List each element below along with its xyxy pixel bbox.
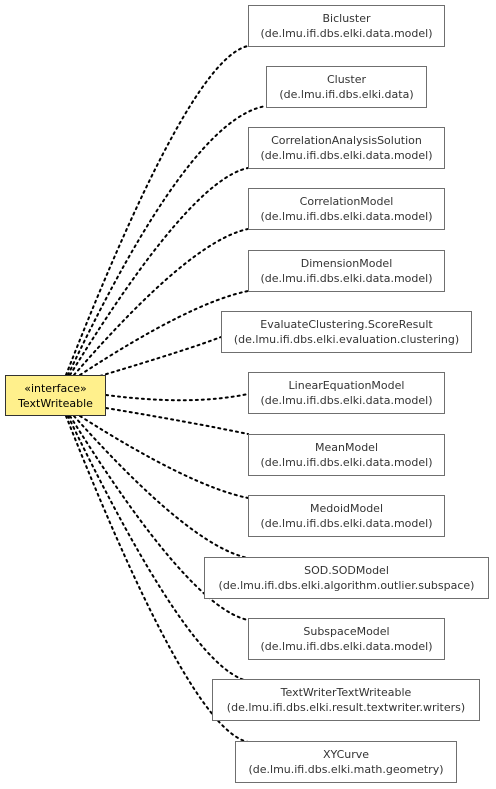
realization-edge-6 [105, 393, 249, 402]
class-node-dimensionmodel[interactable]: DimensionModel (de.lmu.ifi.dbs.elki.data… [248, 250, 445, 292]
realization-edge-0 [65, 45, 249, 376]
realization-edge-7 [105, 407, 249, 435]
class-package: (de.lmu.ifi.dbs.elki.evaluation.clusteri… [233, 333, 460, 346]
textwriteable-interface-node[interactable]: «interface» TextWriteable [5, 375, 106, 416]
class-node-textwritertextwriteable[interactable]: TextWriterTextWriteable (de.lmu.ifi.dbs.… [212, 679, 480, 721]
interface-name: TextWriteable [18, 396, 93, 410]
class-package: (de.lmu.ifi.dbs.elki.data.model) [260, 517, 433, 530]
class-package: (de.lmu.ifi.dbs.elki.data.model) [260, 272, 433, 285]
class-node-sod-sodmodel[interactable]: SOD.SODModel (de.lmu.ifi.dbs.elki.algori… [204, 557, 489, 599]
interface-stereotype: «interface» [24, 381, 87, 395]
class-name: LinearEquationModel [288, 379, 405, 392]
realization-edge-5 [99, 336, 222, 377]
class-node-xycurve[interactable]: XYCurve (de.lmu.ifi.dbs.elki.math.geomet… [235, 741, 457, 783]
class-name: MedoidModel [309, 502, 384, 515]
class-name: SOD.SODModel [304, 564, 389, 577]
class-node-cluster[interactable]: Cluster (de.lmu.ifi.dbs.elki.data) [266, 66, 427, 108]
class-name: SubspaceModel [303, 625, 390, 638]
class-node-linearequationmodel[interactable]: LinearEquationModel (de.lmu.ifi.dbs.elki… [248, 372, 445, 414]
class-package: (de.lmu.ifi.dbs.elki.data.model) [260, 210, 433, 223]
class-name: XYCurve [322, 748, 370, 761]
class-package: (de.lmu.ifi.dbs.elki.data) [279, 88, 414, 101]
class-name: Cluster [326, 73, 367, 86]
realization-edge-12 [65, 415, 249, 743]
class-package: (de.lmu.ifi.dbs.elki.algorithm.outlier.s… [218, 579, 475, 592]
realization-edge-8 [79, 415, 249, 499]
realization-edge-2 [69, 167, 249, 376]
realization-edge-4 [79, 290, 249, 376]
class-package: (de.lmu.ifi.dbs.elki.data.model) [260, 394, 433, 407]
class-package: (de.lmu.ifi.dbs.elki.data.model) [260, 640, 433, 653]
class-name: CorrelationAnalysisSolution [271, 134, 422, 147]
class-name: EvaluateClustering.ScoreResult [260, 318, 433, 331]
class-package: (de.lmu.ifi.dbs.elki.result.textwriter.w… [226, 701, 466, 714]
class-name: MeanModel [315, 441, 378, 454]
realization-edge-11 [67, 415, 249, 682]
class-name: DimensionModel [300, 257, 393, 270]
realization-edge-10 [69, 415, 249, 621]
realization-edge-1 [67, 105, 267, 376]
class-name: CorrelationModel [299, 195, 394, 208]
class-node-correlationanalysissolution[interactable]: CorrelationAnalysisSolution (de.lmu.ifi.… [248, 127, 445, 169]
class-node-evaluateclustering-scoreresult[interactable]: EvaluateClustering.ScoreResult (de.lmu.i… [221, 311, 472, 353]
realization-edge-9 [73, 415, 249, 559]
class-node-bicluster[interactable]: Bicluster (de.lmu.ifi.dbs.elki.data.mode… [248, 5, 445, 47]
class-node-meanmodel[interactable]: MeanModel (de.lmu.ifi.dbs.elki.data.mode… [248, 434, 445, 476]
class-node-correlationmodel[interactable]: CorrelationModel (de.lmu.ifi.dbs.elki.da… [248, 188, 445, 230]
realization-edge-3 [73, 228, 249, 376]
class-name: Bicluster [322, 12, 371, 25]
class-name: TextWriterTextWriteable [280, 686, 412, 699]
class-node-medoidmodel[interactable]: MedoidModel (de.lmu.ifi.dbs.elki.data.mo… [248, 495, 445, 537]
class-package: (de.lmu.ifi.dbs.elki.data.model) [260, 149, 433, 162]
class-package: (de.lmu.ifi.dbs.elki.data.model) [260, 456, 433, 469]
class-node-subspacemodel[interactable]: SubspaceModel (de.lmu.ifi.dbs.elki.data.… [248, 618, 445, 660]
class-package: (de.lmu.ifi.dbs.elki.math.geometry) [248, 763, 444, 776]
class-package: (de.lmu.ifi.dbs.elki.data.model) [260, 27, 433, 40]
